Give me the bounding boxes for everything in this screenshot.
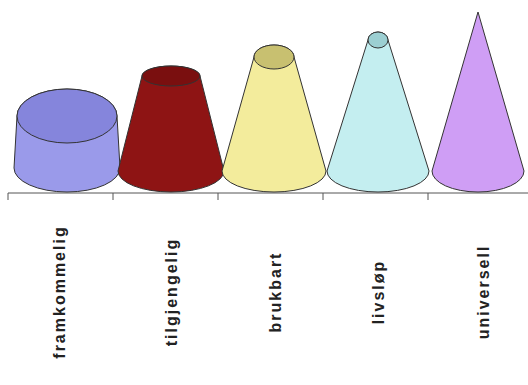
cone-shape bbox=[116, 0, 226, 200]
cone-body bbox=[327, 32, 429, 192]
cone-body bbox=[432, 12, 524, 192]
cone-shape bbox=[219, 0, 329, 200]
cone-shape bbox=[423, 0, 528, 200]
cone-top bbox=[17, 89, 117, 143]
cone-body bbox=[118, 66, 224, 192]
axis-tick bbox=[218, 193, 219, 200]
axis-tick bbox=[323, 193, 324, 200]
category-label: universell bbox=[475, 245, 493, 340]
axis-tick bbox=[8, 193, 9, 200]
category-label: livsløp bbox=[370, 260, 388, 325]
cone-body bbox=[14, 89, 120, 192]
cone-shape bbox=[12, 0, 122, 200]
axis-line bbox=[8, 193, 528, 194]
cone-column: tilgjengelig bbox=[116, 0, 226, 385]
cone-top bbox=[368, 32, 388, 48]
cone-column: brukbart bbox=[219, 0, 329, 385]
cone-top bbox=[254, 45, 294, 69]
category-label: framkommelig bbox=[51, 225, 69, 358]
axis-tick bbox=[113, 193, 114, 200]
cone-column: livsløp bbox=[323, 0, 433, 385]
axis-tick bbox=[428, 193, 429, 200]
cone-top bbox=[142, 66, 200, 86]
cone-body bbox=[222, 45, 326, 192]
cone-column: framkommelig bbox=[12, 0, 122, 385]
category-label: brukbart bbox=[267, 252, 285, 333]
cone-column: universell bbox=[423, 0, 528, 385]
cone-shape bbox=[323, 0, 433, 200]
category-label: tilgjengelig bbox=[163, 238, 181, 346]
